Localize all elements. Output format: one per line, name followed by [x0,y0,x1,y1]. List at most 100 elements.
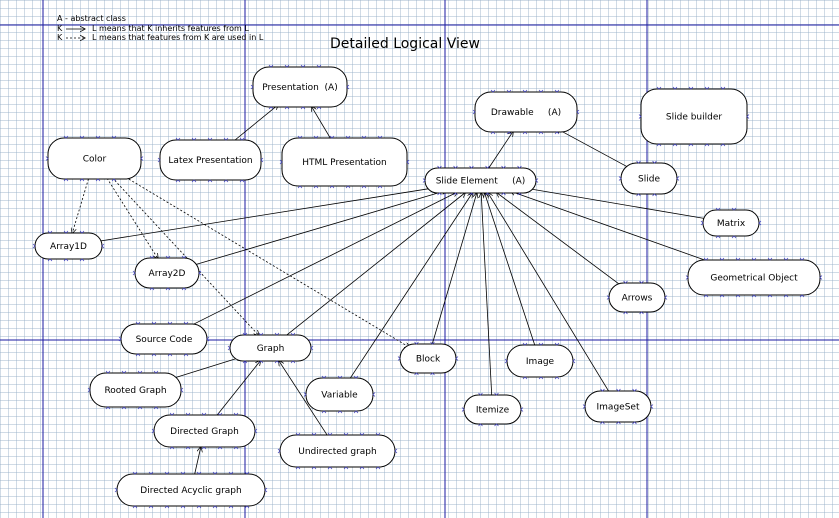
node-handles [504,342,576,380]
node-color[interactable]: Color [45,135,144,182]
node-slide-builder[interactable]: Slide builder [638,86,750,147]
node-arrows[interactable]: Arrows [606,280,668,315]
node-graph[interactable]: Graph [227,332,314,364]
node-handles [132,255,202,291]
node-source-code[interactable]: Source Code [118,321,210,357]
node-geometrical-object[interactable]: Geometrical Object [685,257,823,298]
node-handles [472,89,580,135]
edge-geometrical-object-to-slide-element [510,191,715,264]
edge-source-code-to-slide-element [188,192,458,328]
node-handles [32,230,105,262]
node-handles [250,64,350,110]
node-directed-acyclic-graph[interactable]: Directed Acyclic graph [114,471,268,509]
edge-slide-element-to-drawable [488,131,513,169]
node-handles [279,135,410,189]
node-label: Presentation (A) [262,83,337,93]
node-directed-graph[interactable]: Directed Graph [151,412,258,450]
diagram-title: Detailed Logical View [330,36,480,52]
node-array1d[interactable]: Array1D [32,230,105,262]
legend-inherits-key: K [57,24,63,33]
node-slide[interactable]: Slide [618,160,680,197]
node-imageset[interactable]: ImageSet [582,388,654,425]
edge-array1d-to-slide-element [99,188,436,242]
node-latex-presentation[interactable]: Latex Presentation [157,137,264,183]
node-label: Undirected graph [298,447,376,457]
edge-imageset-to-slide-element [488,193,610,392]
node-label: Arrows [622,294,653,304]
edge-matrix-to-slide-element [525,188,705,219]
nodes: Presentation (A) Drawable (A) Slide builde… [32,64,823,509]
edge-itemize-to-slide-element [481,193,493,396]
node-label: Array2D [149,269,186,279]
edge-latex-presentation-to-presentation [232,105,279,143]
node-label: Graph [257,344,285,354]
node-handles [582,388,654,425]
node-presentation[interactable]: Presentation (A) [250,64,350,110]
node-handles [151,412,258,450]
node-handles [685,257,823,298]
node-handles [277,432,398,470]
legend-uses-key: K [57,33,63,42]
node-label: HTML Presentation [302,158,386,168]
edge-variable-to-slide-element [349,193,473,380]
node-label: Slide builder [666,113,722,123]
node-label: Rooted Graph [104,386,166,396]
node-label: Itemize [476,406,510,416]
edge-directed-graph-to-graph [216,361,261,416]
edge-image-to-slide-element [485,193,536,346]
legend-abstract: A - abstract class [57,14,126,23]
node-handles [638,86,750,147]
node-itemize[interactable]: Itemize [461,392,524,427]
node-image[interactable]: Image [504,342,576,380]
node-handles [700,207,762,239]
edge-block-to-slide-element [431,193,477,345]
legend-inherits-text: L means that K inherits features from L [92,24,249,33]
node-label: Slide Element (A) [436,177,526,187]
node-rooted-graph[interactable]: Rooted Graph [87,370,184,410]
node-label: Geometrical Object [710,274,798,284]
edge-undirected-graph-to-graph [279,361,328,436]
edges [72,105,715,475]
edge-color-to-array1d [72,178,89,233]
node-handles [45,135,144,182]
edge-arrows-to-slide-element [497,193,622,286]
node-undirected-graph[interactable]: Undirected graph [277,432,398,470]
node-handles [157,137,264,183]
node-handles [461,392,524,427]
node-label: Drawable (A) [491,108,561,118]
node-drawable[interactable]: Drawable (A) [472,89,580,135]
legend-uses-text: L means that features from K are used in… [92,33,264,42]
edge-rooted-graph-to-graph [170,357,242,380]
edge-slide-to-drawable [556,128,630,169]
node-handles [303,375,376,414]
edge-graph-to-slide-element [285,193,466,337]
node-block[interactable]: Block [397,341,459,376]
node-array2d[interactable]: Array2D [132,255,202,291]
edge-array2d-to-slide-element [193,190,447,266]
node-label: Array1D [50,242,87,252]
node-slide-element[interactable]: Slide Element (A) [422,165,539,196]
node-handles [118,321,210,357]
node-handles [422,165,539,196]
node-handles [606,280,668,315]
node-handles [397,341,459,376]
node-matrix[interactable]: Matrix [700,207,762,239]
edge-color-to-array2d [106,177,158,258]
legend: A - abstract class K L means that K inhe… [57,14,264,42]
node-handles [114,471,268,509]
node-handles [87,370,184,410]
node-variable[interactable]: Variable [303,375,376,414]
node-label: Matrix [717,219,746,229]
node-handles [618,160,680,197]
node-label: Image [526,357,555,367]
node-label: Source Code [136,335,193,345]
edge-html-presentation-to-presentation [312,106,331,139]
node-html-presentation[interactable]: HTML Presentation [279,135,410,189]
node-label: Directed Acyclic graph [140,486,241,496]
edge-directed-acyclic-graph-to-directed-graph [194,447,201,475]
node-label: Block [416,355,441,365]
node-label: Directed Graph [170,427,239,437]
node-label: Color [83,155,107,165]
